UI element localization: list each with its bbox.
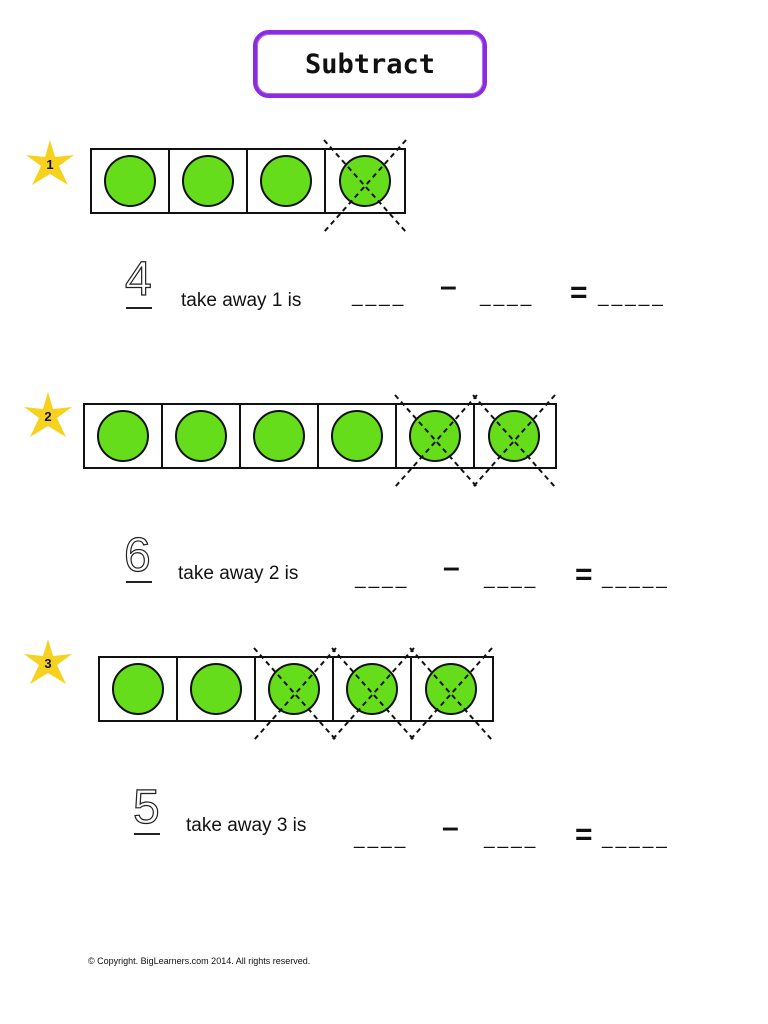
blank-1b[interactable]: ____: [480, 286, 535, 307]
counter: [253, 410, 305, 462]
star-icon-2: 2: [22, 390, 74, 442]
star-icon-1: 1: [24, 138, 76, 190]
equals-sign-3: =: [575, 818, 593, 851]
prompt-2: take away 2 is: [178, 563, 299, 584]
problem-number-1: 1: [46, 156, 54, 172]
counter: [331, 410, 383, 462]
frame-cell: [85, 405, 163, 467]
copyright-text: © Copyright. BigLearners.com 2014. All r…: [88, 956, 311, 966]
equals-sign-2: =: [575, 558, 593, 591]
frame-cell: [100, 658, 178, 720]
crossed-counter: [339, 155, 391, 207]
frame-cell: [319, 405, 397, 467]
frame-cell: [248, 150, 326, 212]
star-icon-3: 3: [22, 637, 74, 689]
counter: [182, 155, 234, 207]
blank-3a[interactable]: ____: [354, 828, 409, 849]
frame-cell: [170, 150, 248, 212]
frame-cell: [163, 405, 241, 467]
counter: [97, 410, 149, 462]
frame-cell: [409, 647, 493, 741]
equals-sign-1: =: [570, 276, 588, 309]
traced-digit-1: 4: [124, 253, 152, 306]
blank-3b[interactable]: ____: [484, 828, 539, 849]
crossed-counter: [346, 663, 398, 715]
frame-cell: [472, 394, 556, 488]
frame-cell: [178, 658, 256, 720]
prompt-1: take away 1 is: [181, 290, 302, 311]
counter: [112, 663, 164, 715]
frame-cell: [323, 139, 407, 233]
blank-2a[interactable]: ____: [355, 568, 410, 589]
frame-cell: [241, 405, 319, 467]
blank-2b[interactable]: ____: [484, 568, 539, 589]
trace-underline: [126, 581, 152, 583]
traced-digit-3: 5: [132, 781, 160, 834]
counter: [104, 155, 156, 207]
prompt-3: take away 3 is: [186, 815, 307, 836]
blank-3-result[interactable]: _____: [602, 828, 670, 849]
problem-number-3: 3: [44, 655, 52, 671]
blank-1a[interactable]: ____: [352, 286, 407, 307]
ten-frame-1: [90, 139, 407, 233]
trace-underline: [134, 833, 160, 835]
trace-underline: [126, 307, 152, 309]
counter: [175, 410, 227, 462]
minus-sign-1: –: [440, 270, 457, 303]
blank-2-result[interactable]: _____: [602, 568, 670, 589]
minus-sign-3: –: [442, 811, 459, 844]
frame-cell: [331, 647, 415, 741]
crossed-counter: [488, 410, 540, 462]
counter: [190, 663, 242, 715]
frame-cell: [92, 150, 170, 212]
page-title: Subtract: [304, 48, 436, 80]
problem-number-2: 2: [44, 408, 52, 424]
traced-digit-2: 6: [123, 529, 151, 582]
crossed-counter: [268, 663, 320, 715]
minus-sign-2: –: [443, 551, 460, 584]
ten-frame-3: [98, 647, 494, 741]
crossed-counter: [409, 410, 461, 462]
frame-cell: [394, 394, 478, 488]
frame-cell: [253, 647, 337, 741]
ten-frame-2: [83, 394, 557, 488]
counter: [260, 155, 312, 207]
title-box: Subtract: [253, 30, 487, 98]
crossed-counter: [425, 663, 477, 715]
blank-1-result[interactable]: _____: [598, 286, 666, 307]
